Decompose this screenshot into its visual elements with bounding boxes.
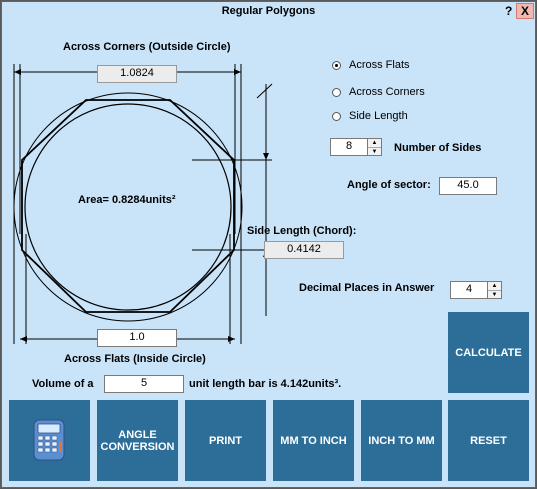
decimal-places-spinner[interactable]: 4 ▲ ▼ [450,281,502,299]
calculator-button[interactable] [9,400,90,481]
across-corners-label: Across Corners (Outside Circle) [63,41,231,53]
volume-prefix-label: Volume of a [32,378,94,390]
calculate-button[interactable]: CALCULATE [448,312,529,393]
across-flats-label: Across Flats (Inside Circle) [64,353,206,365]
spin-down-icon[interactable]: ▼ [368,147,381,156]
angle-of-sector-label: Angle of sector: [347,179,431,191]
side-length-output: 0.4142 [264,241,344,259]
radio-across-corners-label: Across Corners [349,86,425,98]
radio-side-length[interactable]: Side Length [332,110,408,122]
radio-across-flats[interactable]: Across Flats [332,59,410,71]
number-of-sides-label: Number of Sides [394,142,482,154]
spin-down-icon[interactable]: ▼ [488,290,501,299]
reset-button[interactable]: RESET [448,400,529,481]
radio-side-length-label: Side Length [349,110,408,122]
across-flats-input[interactable]: 1.0 [97,329,177,347]
angle-of-sector-output: 45.0 [439,177,497,195]
angle-conversion-button[interactable]: ANGLE CONVERSION [97,400,178,481]
volume-length-input[interactable]: 5 [104,375,184,393]
outside-circle [13,92,243,322]
decimal-places-label: Decimal Places in Answer [299,282,435,294]
window-title: Regular Polygons [221,5,316,17]
close-button[interactable]: X [516,3,534,19]
number-of-sides-spinner[interactable]: 8 ▲ ▼ [330,138,382,156]
octagon-shape [21,99,235,313]
volume-result-label: unit length bar is 4.142units³. [189,378,342,390]
mm-to-inch-button[interactable]: MM TO INCH [273,400,354,481]
spin-up-icon[interactable]: ▲ [491,283,498,289]
radio-across-flats-label: Across Flats [349,59,410,71]
radio-across-flats-indicator [332,60,341,70]
radio-side-length-indicator [332,111,341,121]
calculator-icon [33,419,64,460]
radio-across-corners-indicator [332,87,341,97]
help-button[interactable]: ? [505,4,513,18]
inch-to-mm-button[interactable]: INCH TO MM [361,400,442,481]
inside-circle [24,103,232,311]
number-of-sides-input[interactable]: 8 [330,138,368,156]
across-corners-output: 1.0824 [97,65,177,83]
print-button[interactable]: PRINT [185,400,266,481]
area-label: Area= 0.8284units² [78,194,176,206]
radio-across-corners[interactable]: Across Corners [332,86,425,98]
side-length-label: Side Length (Chord): [247,225,357,237]
spin-up-icon[interactable]: ▲ [371,140,378,146]
decimal-places-input[interactable]: 4 [450,281,488,299]
